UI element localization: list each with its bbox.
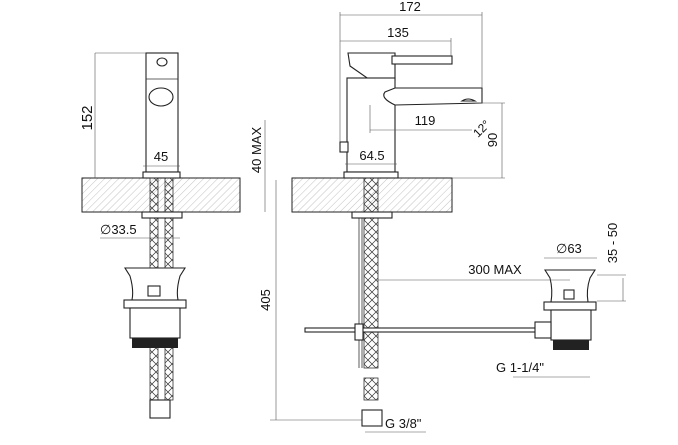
countertop-section-left	[81, 177, 241, 213]
dim-lever-135: 135	[387, 25, 409, 40]
spout	[383, 87, 483, 106]
dim-base-64-5: 64.5	[359, 148, 384, 163]
dim-height-90: 90	[485, 133, 500, 147]
spout-outlet	[148, 87, 174, 107]
faucet-body-front	[145, 52, 179, 173]
faucet-body-side	[346, 77, 396, 173]
dim-hole-diameter: ∅33.5	[100, 222, 137, 237]
side-view: 172 135 119 12° 90 64.5 300 MAX ∅63 35 -…	[291, 0, 626, 433]
dim-rod-300-max: 300 MAX	[468, 262, 522, 277]
dim-hose-405: 405	[258, 289, 273, 311]
popup-rod	[304, 327, 546, 333]
front-view: 152 45 40 MAX ∅33.5 405	[79, 52, 365, 421]
dim-body-width-45: 45	[154, 149, 168, 164]
hose-nut	[361, 409, 383, 427]
dim-deck-max: 40 MAX	[249, 127, 264, 174]
lever-handle	[347, 52, 396, 81]
dim-depth-172: 172	[399, 0, 421, 14]
popup-waste-front	[123, 267, 187, 348]
dim-waste-height: 35 - 50	[605, 223, 620, 263]
popup-waste-side	[534, 269, 597, 350]
dim-hose-thread: G 3/8"	[385, 416, 422, 431]
dim-reach-119: 119	[415, 113, 436, 128]
dim-waste-thread: G 1-1/4"	[496, 360, 544, 375]
dim-waste-diameter: ∅63	[556, 241, 582, 256]
dim-height-152: 152	[79, 105, 96, 130]
